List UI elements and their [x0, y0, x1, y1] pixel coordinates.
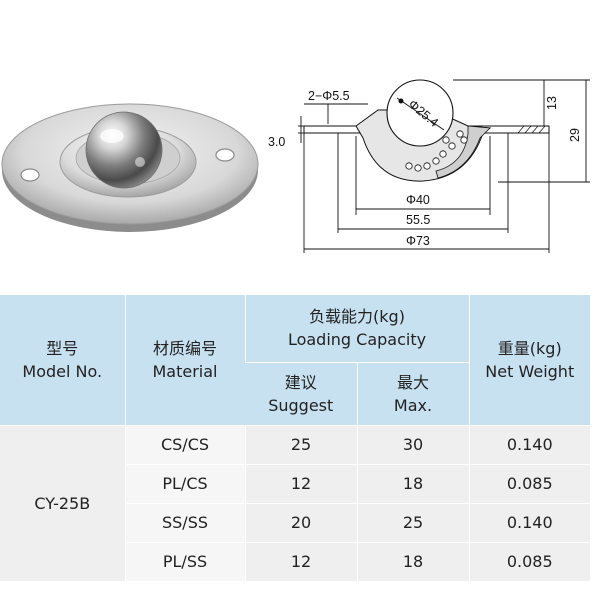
max-cell: 18: [356, 464, 470, 504]
capacity-header-cn: 负载能力(kg): [309, 307, 405, 327]
max-cell: 30: [356, 425, 470, 465]
suggest-header-en: Suggest: [268, 395, 334, 415]
total-height-label: 29: [568, 128, 582, 142]
max-header-en: Max.: [393, 395, 433, 415]
table-row: PL/SS 12 18 0.085: [0, 542, 591, 582]
table-row: SS/SS 20 25 0.140: [0, 503, 591, 543]
suggest-header-cn: 建议: [284, 372, 317, 392]
suggest-cell: 20: [244, 503, 357, 543]
dia-73-label: Φ73: [406, 234, 430, 248]
material-cell: PL/SS: [124, 542, 245, 582]
hole-callout-label: 2−Φ5.5: [308, 89, 350, 103]
max-cell: 25: [356, 503, 470, 543]
weight-cell: 0.085: [468, 464, 591, 504]
suggest-cell: 25: [244, 425, 357, 465]
spec-table: 型号 Model No. 材质编号 Material 负载能力(kg) Load…: [0, 295, 591, 582]
product-illustration-area: Φ25.4 2−Φ5.5 3.0 13 29 Φ40 55.5: [0, 0, 600, 295]
model-header: 型号 Model No.: [0, 295, 125, 426]
material-cell: PL/CS: [124, 464, 245, 504]
support-balls: [405, 130, 468, 172]
table-row: CY-25B CS/CS 25 30 0.140: [0, 425, 591, 582]
model-header-cn: 型号: [46, 338, 79, 358]
material-cell: CS/CS: [124, 425, 245, 465]
suggest-header: 建议 Suggest: [245, 362, 357, 426]
material-cell: SS/SS: [124, 503, 245, 543]
model-cell: CY-25B: [0, 425, 125, 582]
product-photo: [1, 103, 259, 232]
capacity-header: 负载能力(kg) Loading Capacity: [244, 295, 470, 363]
suggest-cell: 12: [244, 464, 357, 504]
weight-header: 重量(kg) Net Weight: [468, 295, 591, 426]
material-header: 材质编号 Material: [124, 295, 245, 426]
weight-cell: 0.140: [468, 425, 591, 465]
capacity-header-en: Loading Capacity: [287, 330, 427, 350]
ball-outline: [386, 79, 454, 147]
dia-40-label: Φ40: [406, 193, 430, 207]
model-header-en: Model No.: [22, 361, 103, 381]
max-header: 最大 Max.: [356, 362, 470, 426]
weight-header-en: Net Weight: [485, 361, 575, 381]
material-header-cn: 材质编号: [152, 338, 217, 358]
weight-cell: 0.140: [468, 503, 591, 543]
hole-pitch-label: 55.5: [406, 213, 430, 227]
max-header-cn: 最大: [397, 372, 430, 392]
ball-projection-label: 13: [545, 96, 559, 110]
material-header-en: Material: [152, 361, 218, 381]
weight-header-cn: 重量(kg): [497, 338, 562, 358]
table-row: PL/CS 12 18 0.085: [0, 464, 591, 504]
weight-cell: 0.085: [468, 542, 591, 582]
suggest-cell: 12: [244, 542, 357, 582]
flange-thickness-label: 3.0: [268, 135, 285, 149]
max-cell: 18: [356, 542, 470, 582]
technical-drawing: Φ25.4 2−Φ5.5 3.0 13 29 Φ40 55.5: [268, 79, 590, 253]
